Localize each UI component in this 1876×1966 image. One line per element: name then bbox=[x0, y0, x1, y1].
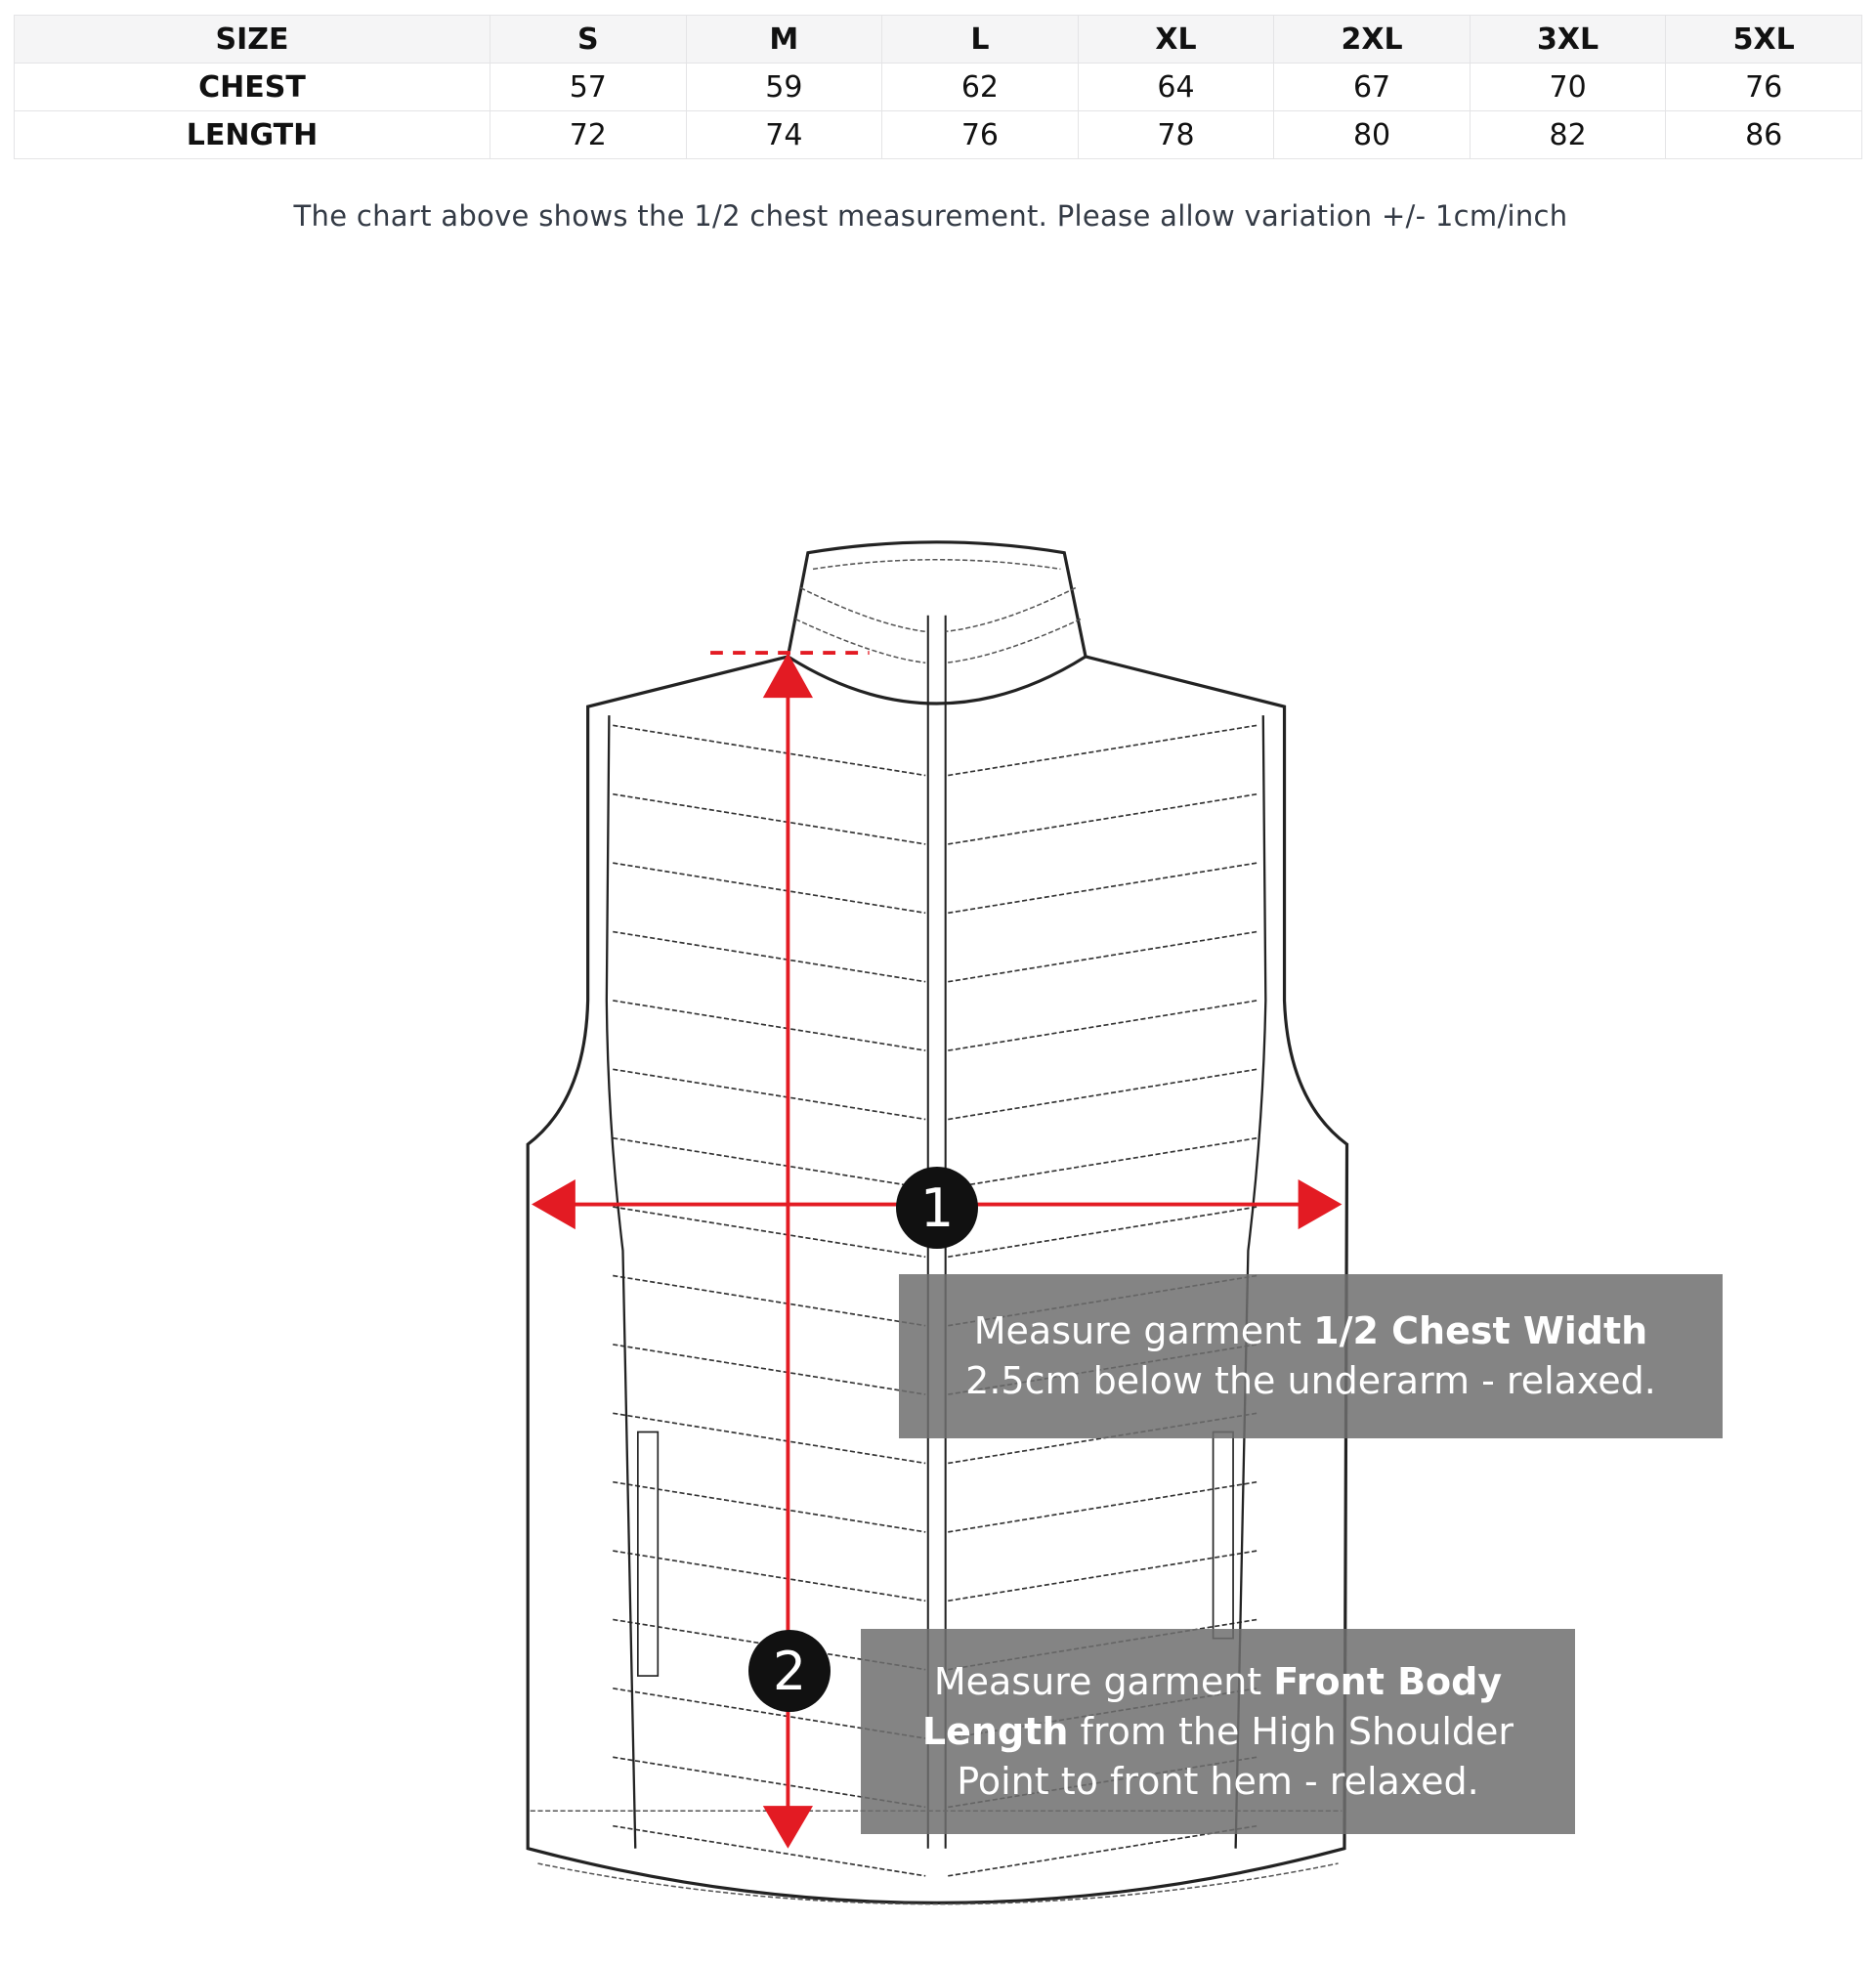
table-cell: 72 bbox=[490, 110, 687, 159]
quilt-line bbox=[948, 1206, 1258, 1259]
quilt-line bbox=[613, 862, 926, 915]
instruction-text: Measure garment bbox=[933, 1659, 1274, 1703]
table-cell: 80 bbox=[1273, 110, 1471, 159]
quilt-line bbox=[613, 724, 926, 777]
body-length-instruction: Measure garment Front Body Length from t… bbox=[861, 1629, 1575, 1834]
quilt-line bbox=[613, 1206, 926, 1259]
quilt-line bbox=[948, 1480, 1258, 1533]
quilt-stitching bbox=[613, 724, 1258, 1877]
table-cell: 70 bbox=[1469, 63, 1667, 111]
table-row-length: LENGTH 72 74 76 78 80 82 86 bbox=[14, 110, 1862, 159]
instruction-bold: 1/2 Chest Width bbox=[1313, 1309, 1648, 1352]
quilt-line bbox=[613, 1068, 926, 1121]
quilt-line bbox=[613, 1274, 926, 1327]
table-cell: 86 bbox=[1665, 110, 1862, 159]
quilt-line bbox=[613, 1412, 926, 1465]
arrow-up-icon bbox=[762, 653, 814, 699]
quilt-line bbox=[613, 1824, 926, 1877]
header-cell: 2XL bbox=[1273, 15, 1471, 64]
arrow-down-icon bbox=[762, 1806, 814, 1849]
measurement-note: The chart above shows the 1/2 chest meas… bbox=[293, 199, 1568, 233]
table-cell: 64 bbox=[1077, 63, 1275, 111]
header-cell: XL bbox=[1077, 15, 1275, 64]
measure-1-badge: 1 bbox=[896, 1167, 978, 1249]
quilt-line bbox=[613, 1136, 926, 1189]
table-header-row: SIZE S M L XL 2XL 3XL 5XL bbox=[14, 15, 1862, 64]
quilt-line bbox=[948, 724, 1258, 777]
arrow-left-icon bbox=[532, 1178, 576, 1230]
header-cell: L bbox=[881, 15, 1079, 64]
header-cell: 3XL bbox=[1469, 15, 1667, 64]
quilt-line bbox=[948, 862, 1258, 915]
instruction-bold: Front Body Length bbox=[921, 1659, 1503, 1753]
quilt-line bbox=[948, 1068, 1258, 1121]
table-cell: 76 bbox=[1665, 63, 1862, 111]
instruction-text: 2.5cm below the underarm - relaxed. bbox=[965, 1359, 1656, 1402]
instruction-text: Measure garment bbox=[973, 1309, 1314, 1352]
quilt-line bbox=[613, 1480, 926, 1533]
size-chart-table: SIZE S M L XL 2XL 3XL 5XL CHEST 57 59 62… bbox=[14, 15, 1862, 159]
measure-2-badge: 2 bbox=[748, 1630, 831, 1712]
header-cell: 5XL bbox=[1665, 15, 1862, 64]
table-cell: 78 bbox=[1077, 110, 1275, 159]
quilt-line bbox=[948, 1550, 1258, 1603]
quilt-line bbox=[613, 930, 926, 983]
quilt-line bbox=[948, 930, 1258, 983]
table-row-chest: CHEST 57 59 62 64 67 70 76 bbox=[14, 63, 1862, 111]
quilt-line bbox=[948, 1000, 1258, 1051]
row-label: LENGTH bbox=[14, 110, 490, 159]
table-cell: 76 bbox=[881, 110, 1079, 159]
table-cell: 82 bbox=[1469, 110, 1667, 159]
arrow-right-icon bbox=[1298, 1178, 1343, 1230]
quilt-line bbox=[613, 1550, 926, 1603]
header-cell: SIZE bbox=[14, 15, 490, 64]
quilt-line bbox=[613, 1344, 926, 1395]
table-cell: 59 bbox=[685, 63, 883, 111]
header-cell: S bbox=[490, 15, 687, 64]
table-cell: 67 bbox=[1273, 63, 1471, 111]
quilt-line bbox=[613, 792, 926, 845]
quilt-line bbox=[948, 792, 1258, 845]
chest-width-instruction: Measure garment 1/2 Chest Width 2.5cm be… bbox=[899, 1274, 1723, 1438]
table-cell: 74 bbox=[685, 110, 883, 159]
quilt-line bbox=[613, 1000, 926, 1051]
row-label: CHEST bbox=[14, 63, 490, 111]
quilt-line bbox=[948, 1136, 1258, 1189]
table-cell: 57 bbox=[490, 63, 687, 111]
instruction-text: from the High Shoulder Point to front he… bbox=[957, 1709, 1514, 1803]
